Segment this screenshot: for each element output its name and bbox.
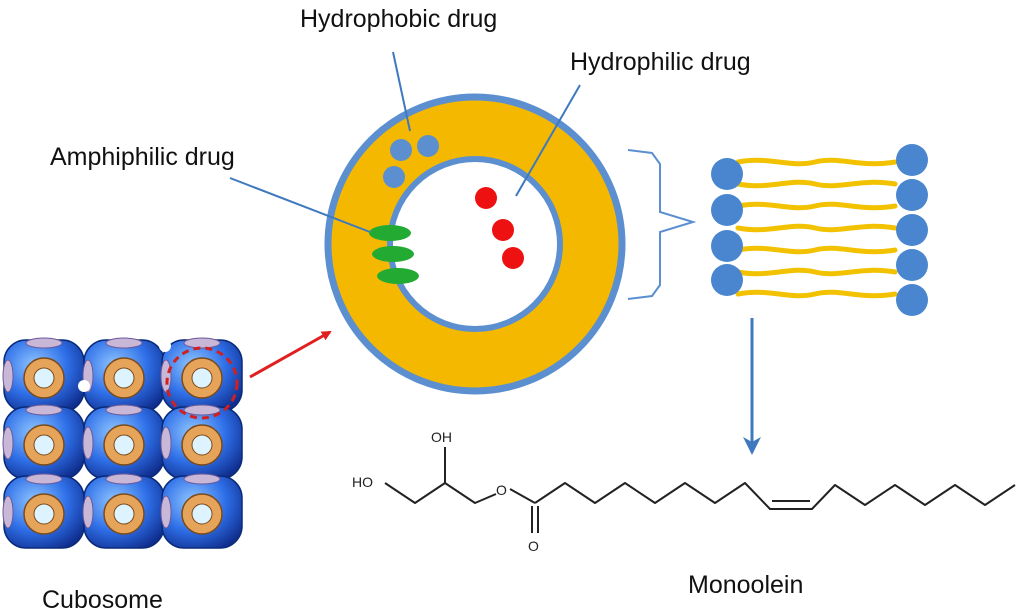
hydrophilic-drug-dot	[492, 219, 514, 241]
monoolein-ester-bond	[509, 488, 536, 504]
cubic-cell-top-pore	[105, 337, 143, 349]
cubic-cell-core	[191, 503, 213, 525]
cubic-cell-top-pore	[25, 337, 63, 349]
cubic-cell	[160, 337, 243, 413]
zoom-arrow	[249, 330, 332, 379]
lipid-head-left	[711, 158, 743, 190]
cubic-cell-top-pore	[25, 473, 63, 485]
cubic-cell-side-pore	[160, 426, 172, 460]
bilayer-bracket	[627, 149, 697, 300]
cubic-cell-top-pore	[183, 473, 221, 485]
monoolein-structure	[384, 447, 1016, 533]
lipid-head-right	[896, 144, 928, 176]
cubic-cell	[2, 404, 85, 480]
cubic-cell-core	[33, 367, 55, 389]
cubic-cell-top-pore	[25, 404, 63, 416]
lipid-tail	[735, 157, 898, 167]
hydrophobic-drug-label: Hydrophobic drug	[300, 5, 498, 33]
lipid-head-left	[711, 264, 743, 296]
cubic-cell	[82, 473, 165, 549]
cubic-cell-side-pore	[82, 426, 94, 460]
lipid-tail	[735, 179, 898, 189]
hydrophobic-drug-dot	[383, 166, 405, 188]
selection-circle	[165, 346, 239, 420]
lipid-tail	[735, 289, 898, 299]
monoolein-chain	[534, 482, 1016, 510]
lipid-tail	[735, 201, 898, 211]
cubic-cell-side-pore	[82, 495, 94, 529]
cubic-cell-side-pore	[160, 495, 172, 529]
lipid-head-left	[711, 230, 743, 262]
lattice-void	[159, 340, 171, 352]
lipid-vesicle	[324, 93, 626, 395]
hydrophobic-drug-dot	[390, 139, 412, 161]
hydrophilic-drug-dots	[475, 187, 524, 269]
cubic-cell-core	[33, 503, 55, 525]
cubic-cell-core	[113, 503, 135, 525]
hydrophilic-drug-dot	[475, 187, 497, 209]
vesicle-aqueous-core	[387, 156, 563, 332]
cubic-cell-core	[191, 434, 213, 456]
hydroxyl-top-label: OH	[431, 429, 452, 445]
amphiphilic-drug-mark	[377, 268, 419, 284]
cubic-cell	[160, 404, 243, 480]
cubic-cell-side-pore	[2, 359, 14, 393]
cubic-cell-top-pore	[105, 404, 143, 416]
ester-oxygen-label: O	[496, 482, 507, 498]
hydrophobic-drug-dot	[417, 135, 439, 157]
cubosome-lattice	[2, 337, 243, 549]
monoolein-label: Monoolein	[688, 571, 804, 599]
cubic-cell-side-pore	[2, 495, 14, 529]
amphiphilic-drug-mark	[372, 246, 414, 262]
cubic-cell-core	[113, 434, 135, 456]
hydrophilic-drug-dot	[502, 247, 524, 269]
cubic-cell-side-pore	[2, 426, 14, 460]
monoolein-backbone	[384, 482, 497, 504]
hydrophilic-drug-label: Hydrophilic drug	[570, 48, 751, 76]
hydroxyl-left-label: HO	[352, 474, 373, 490]
amphiphilic-drug-label: Amphiphilic drug	[50, 143, 235, 171]
cubic-cell	[2, 473, 85, 549]
cubic-cell-top-pore	[183, 337, 221, 349]
amphiphilic-leader-line	[229, 177, 371, 233]
carbonyl-oxygen-label: O	[528, 538, 539, 554]
cubic-cell	[82, 337, 165, 413]
amphiphilic-drug-mark	[369, 225, 411, 241]
cubic-cell-core	[33, 434, 55, 456]
lipid-tail	[735, 267, 898, 277]
cubic-cell-top-pore	[105, 473, 143, 485]
lipid-head-left	[711, 194, 743, 226]
cubic-cell-side-pore	[160, 359, 172, 393]
lipid-bilayer	[711, 144, 928, 316]
lipid-tail	[735, 223, 898, 233]
lattice-void	[78, 380, 90, 392]
hydrophobic-leader-line	[392, 51, 411, 132]
lipid-head-right	[896, 179, 928, 211]
amphiphilic-drug-marks	[369, 225, 419, 284]
lipid-head-right	[896, 249, 928, 281]
lipid-head-right	[896, 214, 928, 246]
cubic-cell	[160, 473, 243, 549]
hydrophobic-drug-dots	[383, 135, 439, 188]
cubic-cell	[82, 404, 165, 480]
cubosome-label: Cubosome	[42, 586, 163, 614]
cubic-cell-top-pore	[183, 404, 221, 416]
lipid-head-right	[896, 284, 928, 316]
cubic-cell-core	[191, 367, 213, 389]
cubic-cell-core	[113, 367, 135, 389]
lipid-tail	[735, 245, 898, 255]
hydrophilic-leader-line	[515, 84, 581, 197]
cubic-cell	[2, 337, 85, 413]
